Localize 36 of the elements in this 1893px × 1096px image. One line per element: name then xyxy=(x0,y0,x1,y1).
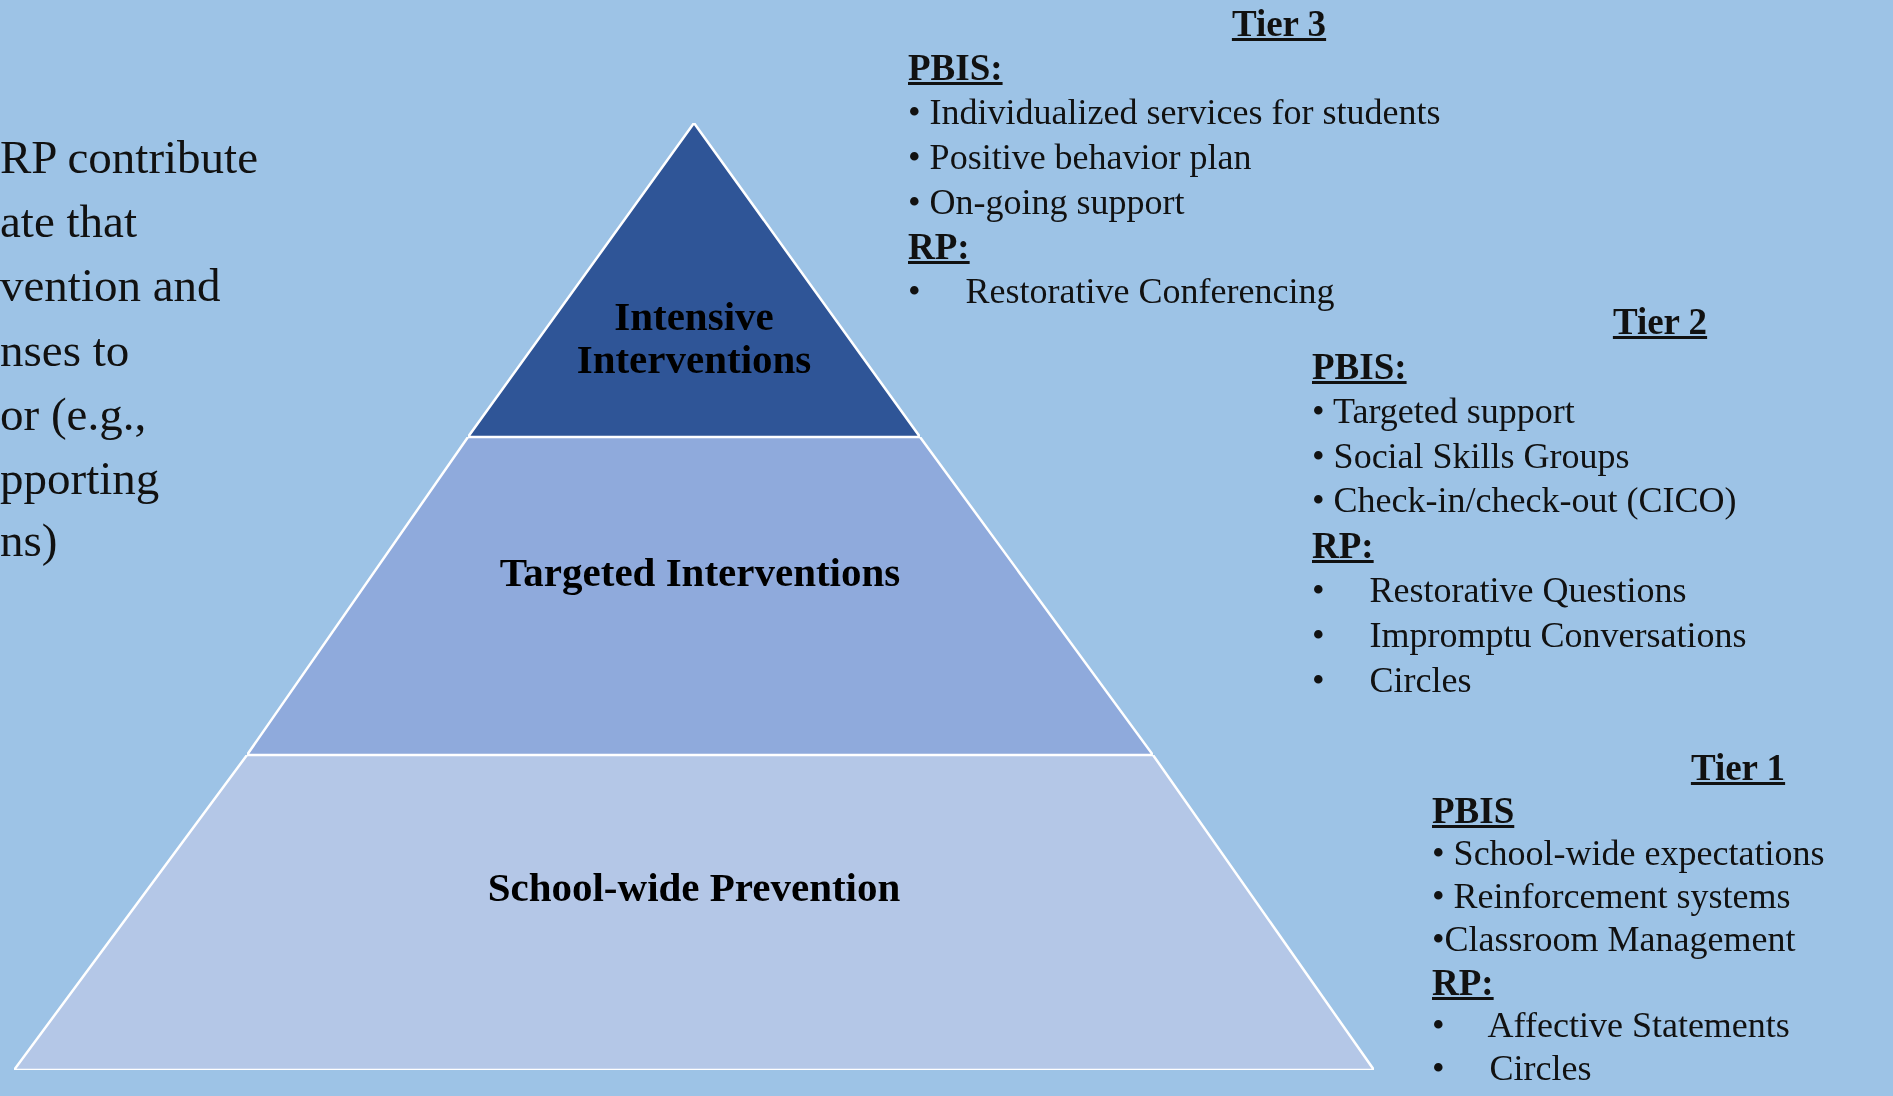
list-item: • On-going support xyxy=(908,184,1185,220)
section-heading: RP: xyxy=(1432,963,1494,1001)
list-item: •Classroom Management xyxy=(1432,921,1796,957)
tier-label: Targeted Interventions xyxy=(498,551,902,595)
pyramid-tier xyxy=(247,437,1153,755)
body-text: vention and xyxy=(0,261,221,309)
list-item: • Targeted support xyxy=(1312,393,1575,429)
pyramid-tier xyxy=(14,755,1374,1070)
list-item: • Circles xyxy=(1432,1050,1592,1086)
list-item: • Reinforcement systems xyxy=(1432,878,1791,914)
list-item: • Circles xyxy=(1312,662,1472,698)
body-text: or (e.g., xyxy=(0,390,147,438)
list-item: • Social Skills Groups xyxy=(1312,438,1630,474)
body-text: pporting xyxy=(0,454,160,502)
list-item: • Restorative Conferencing xyxy=(908,273,1335,309)
section-heading: PBIS: xyxy=(1312,347,1407,385)
list-item: • Restorative Questions xyxy=(1312,572,1687,608)
list-item: • Check-in/check-out (CICO) xyxy=(1312,482,1737,518)
body-text: ate that xyxy=(0,197,137,245)
list-item: • School-wide expectations xyxy=(1432,835,1825,871)
tier-heading: Tier 2 xyxy=(1612,302,1708,340)
section-heading: RP: xyxy=(908,227,970,265)
body-text: RP contribute xyxy=(0,133,259,181)
body-text: ns) xyxy=(0,516,58,564)
tier-label: School-wide Prevention xyxy=(486,866,902,910)
section-heading: PBIS xyxy=(1432,791,1515,829)
list-item: • Positive behavior plan xyxy=(908,139,1252,175)
section-heading: PBIS: xyxy=(908,48,1003,86)
list-item: • Individualized services for students xyxy=(908,94,1441,130)
tier-heading: Tier 3 xyxy=(1231,4,1327,42)
body-text: nses to xyxy=(0,326,130,374)
section-heading: RP: xyxy=(1312,526,1374,564)
list-item: • Affective Statements xyxy=(1432,1007,1790,1043)
list-item: • Impromptu Conversations xyxy=(1312,617,1747,653)
tier-label: Intensive Interventions xyxy=(575,295,813,382)
tier-heading: Tier 1 xyxy=(1690,748,1786,786)
